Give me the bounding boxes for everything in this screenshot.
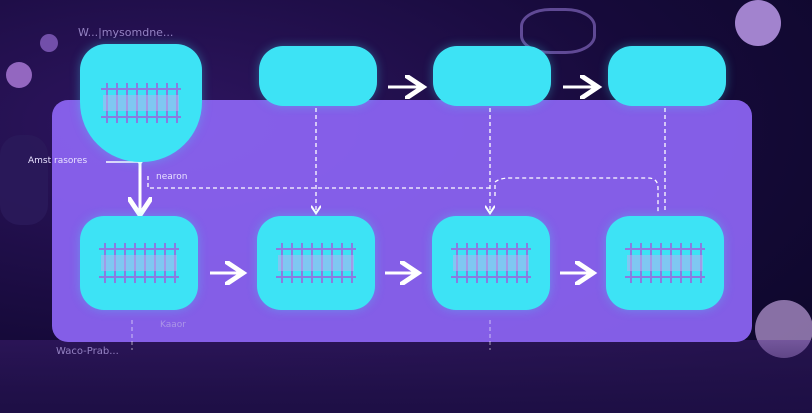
node-top-4 <box>608 46 726 106</box>
dna-ladder-icon <box>101 83 181 123</box>
top-header-text: W...|mysomdne... <box>78 26 174 39</box>
bg-molecule-6 <box>0 135 48 225</box>
bg-molecule-4 <box>520 8 596 54</box>
dashed-route-2 <box>494 177 659 212</box>
node-bottom-4 <box>606 216 724 310</box>
bg-molecule-2 <box>40 34 58 52</box>
bg-molecule-3 <box>735 0 781 46</box>
arrow-vertical-first <box>134 155 146 212</box>
small-label: nearon <box>156 172 188 182</box>
bottom-label-1: Kaaor <box>160 320 186 330</box>
node-bottom-1 <box>80 216 198 310</box>
dna-ladder-icon <box>276 243 356 283</box>
node-top-2 <box>259 46 377 106</box>
bg-molecule-1 <box>6 62 32 88</box>
node-bottom-3 <box>432 216 550 310</box>
dna-ladder-icon <box>625 243 705 283</box>
node-bottom-2 <box>257 216 375 310</box>
dna-ladder-icon <box>451 243 531 283</box>
dna-ladder-icon <box>99 243 179 283</box>
bottom-label-2: Waco-Prab... <box>56 346 119 357</box>
node-top-1 <box>80 44 202 162</box>
dashed-route-1 <box>147 176 490 189</box>
side-label: Amst rasores <box>28 156 88 166</box>
bottom-blur-band <box>0 340 812 413</box>
node-top-3 <box>433 46 551 106</box>
